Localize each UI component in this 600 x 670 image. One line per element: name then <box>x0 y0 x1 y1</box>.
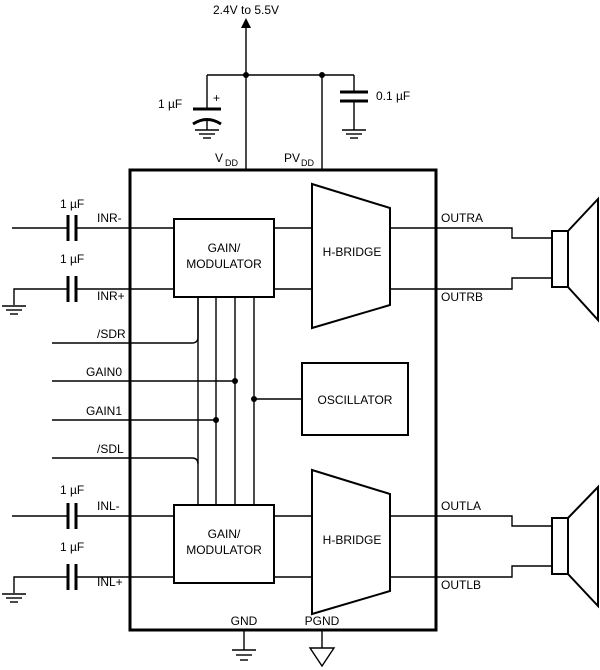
ic-package <box>128 168 438 632</box>
supply-arrow-icon <box>241 18 251 170</box>
pin-gnd: GND <box>231 614 258 628</box>
pin-sdl: /SDL <box>97 442 124 456</box>
pin-gain0: GAIN0 <box>86 365 122 379</box>
gain-top-line1: GAIN/ <box>208 241 241 255</box>
cap-label-inl-plus: 1 µF <box>60 540 84 554</box>
pin-outlb: OUTLB <box>441 578 481 592</box>
bypass-capacitor-icon <box>340 75 368 130</box>
input-capacitor-icon <box>66 503 78 529</box>
pin-sdr: /SDR <box>97 327 126 341</box>
speaker-icon <box>551 196 599 323</box>
control-bus <box>197 297 255 505</box>
ground-icon <box>2 305 26 315</box>
gain-top-line2: MODULATOR <box>186 257 262 271</box>
pin-inr-minus: INR- <box>97 211 122 225</box>
pin-outrb: OUTRB <box>441 290 483 304</box>
gain-bot-line1: GAIN/ <box>208 527 241 541</box>
bulk-capacitor-icon <box>192 75 222 130</box>
input-capacitor-icon <box>66 215 78 241</box>
cap-label-inr-minus: 1 µF <box>60 197 84 211</box>
vdd-pin-label: V DD <box>215 151 238 168</box>
ground-icon <box>195 129 219 139</box>
bulk-cap-polarity: + <box>213 91 220 105</box>
speaker-icon <box>551 484 599 609</box>
supply-voltage-label: 2.4V to 5.5V <box>213 3 279 17</box>
pvdd-pin-label: PV DD <box>284 151 314 168</box>
bypass-cap-label: 0.1 µF <box>376 89 410 103</box>
pin-inl-plus: INL+ <box>97 575 123 589</box>
pin-outra: OUTRA <box>441 211 483 225</box>
h-bridge-top-label: H-BRIDGE <box>323 245 382 259</box>
junction-dot <box>243 72 249 78</box>
gain-modulator-top <box>173 218 275 298</box>
pin-outla: OUTLA <box>441 499 481 513</box>
pin-inl-minus: INL- <box>97 499 120 513</box>
h-bridge-top <box>311 182 391 330</box>
svg-text:PV: PV <box>284 151 300 165</box>
pin-inr-plus: INR+ <box>97 289 125 303</box>
svg-text:DD: DD <box>225 158 238 168</box>
cap-label-inr-plus: 1 µF <box>60 252 84 266</box>
cap-label-inl-minus: 1 µF <box>60 483 84 497</box>
ground-icon <box>342 129 366 139</box>
h-bridge-bottom <box>311 468 391 616</box>
gain-bot-line2: MODULATOR <box>186 543 262 557</box>
ground-icon <box>2 593 26 603</box>
svg-text:DD: DD <box>301 158 314 168</box>
bulk-cap-label: 1 µF <box>158 97 182 111</box>
svg-text:V: V <box>215 151 223 165</box>
pin-gain1: GAIN1 <box>86 404 122 418</box>
input-capacitor-icon <box>66 276 78 302</box>
input-capacitor-icon <box>66 564 78 590</box>
gain-modulator-bottom <box>173 504 275 584</box>
pin-pgnd: PGND <box>305 614 340 628</box>
oscillator-label: OSCILLATOR <box>318 393 393 407</box>
h-bridge-bottom-label: H-BRIDGE <box>323 533 382 547</box>
power-ground-icon <box>308 647 336 668</box>
ground-icon <box>232 649 256 661</box>
